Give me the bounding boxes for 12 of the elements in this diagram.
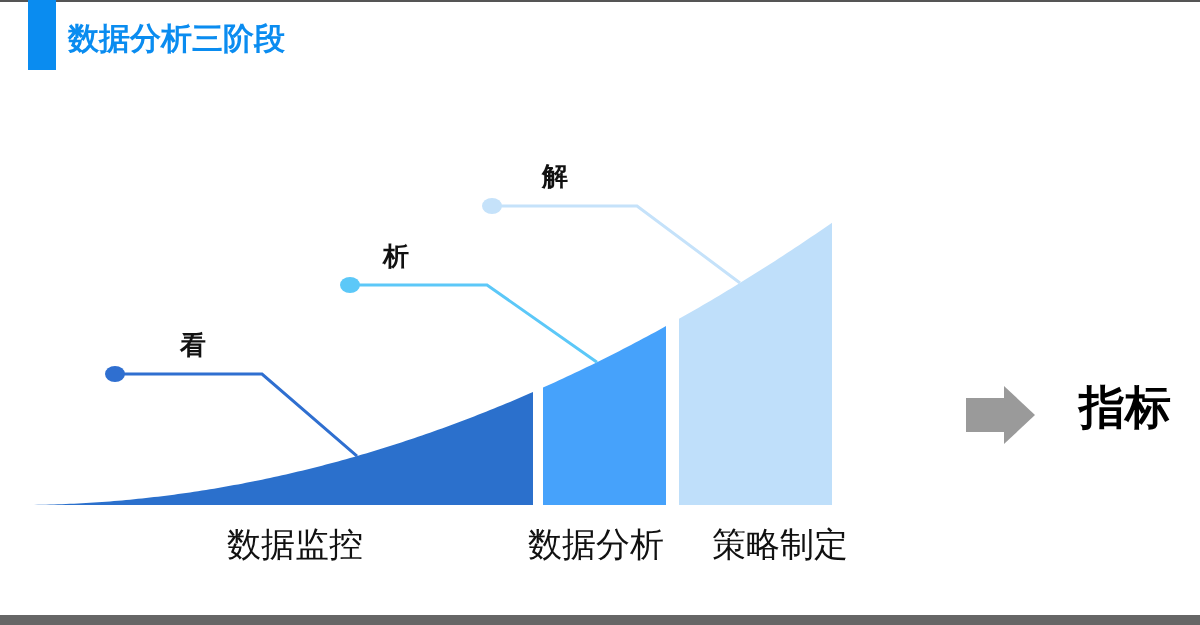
result-label: 指标 [1079, 377, 1171, 439]
title: 数据分析三阶段 [68, 19, 285, 58]
stage-label: 策略制定 [711, 523, 849, 566]
block-arrow [966, 386, 1035, 444]
stage-keyword: 析 [383, 238, 409, 274]
stage-keyword: 解 [542, 158, 568, 194]
stage-keyword: 看 [180, 327, 206, 363]
stage-label: 数据分析 [527, 523, 665, 566]
leader-line [482, 198, 741, 285]
leader-line [340, 277, 598, 364]
stage-label: 数据监控 [226, 523, 364, 566]
leader-line [105, 366, 358, 458]
